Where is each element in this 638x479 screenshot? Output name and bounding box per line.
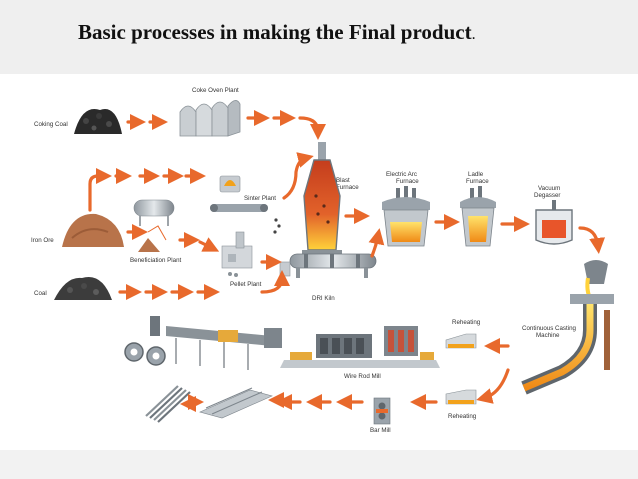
sinter-plant — [210, 175, 281, 234]
label-dri-kiln: DRI Kiln — [312, 295, 335, 302]
steelmaking-process-diagram: Coking Coal Iron Ore Coal Coke Oven Plan… — [31, 87, 614, 434]
label-beneficiation-plant: Beneficiation Plant — [130, 257, 182, 264]
reheating-furnace-top — [445, 333, 477, 349]
label-sinter-plant: Sinter Plant — [244, 195, 276, 202]
dri-kiln — [279, 253, 377, 278]
coke-oven-plant — [179, 100, 241, 137]
flow-arrows — [88, 110, 606, 412]
continuous-casting-machine — [521, 260, 614, 395]
label-ladle-furnace-1: Ladle — [468, 171, 484, 178]
slide-title: Basic processes in making the Final prod… — [78, 20, 476, 45]
steel-bars-product — [145, 385, 191, 423]
label-bar-mill: Bar Mill — [370, 427, 391, 434]
label-blast-furnace-2: Furnace — [336, 184, 359, 191]
label-electric-arc-furnace-1: Electric Arc — [386, 171, 417, 178]
title-period: . — [471, 26, 476, 43]
structural-sections-product — [199, 387, 273, 419]
blast-furnace — [302, 142, 342, 258]
vacuum-degasser — [535, 200, 573, 245]
label-coke-oven-plant: Coke Oven Plant — [192, 87, 239, 94]
label-vacuum-degasser-2: Degasser — [534, 192, 560, 199]
label-ladle-furnace-2: Furnace — [466, 178, 489, 185]
ladle-furnace — [460, 186, 496, 247]
rolling-line-with-coils — [124, 316, 282, 370]
slide-footer-band — [0, 450, 638, 479]
title-text: Basic processes in making the Final prod… — [78, 20, 472, 44]
pellet-plant — [221, 231, 253, 277]
label-continuous-casting-2: Machine — [536, 332, 560, 339]
label-continuous-casting-1: Continuous Casting — [522, 325, 577, 332]
electric-arc-furnace — [382, 186, 430, 247]
reheating-furnace-bottom — [445, 389, 477, 405]
label-blast-furnace-1: Blast — [336, 177, 350, 184]
label-iron-ore: Iron Ore — [31, 237, 54, 244]
label-pellet-plant: Pellet Plant — [230, 281, 262, 288]
label-vacuum-degasser-1: Vacuum — [538, 185, 560, 192]
label-wire-rod-mill: Wire Rod Mill — [344, 373, 381, 380]
label-electric-arc-furnace-2: Furnace — [396, 178, 419, 185]
coal-pile — [54, 276, 112, 300]
slide-header: Basic processes in making the Final prod… — [0, 0, 638, 74]
label-coking-coal: Coking Coal — [34, 121, 68, 128]
bar-mill — [373, 397, 391, 425]
coking-coal-pile — [74, 109, 122, 134]
label-coal: Coal — [34, 290, 47, 297]
beneficiation-plant — [133, 199, 175, 252]
label-reheating-bottom: Reheating — [448, 413, 477, 420]
iron-ore-pile — [62, 213, 124, 247]
label-reheating-top: Reheating — [452, 319, 481, 326]
wire-rod-mill — [280, 326, 440, 368]
